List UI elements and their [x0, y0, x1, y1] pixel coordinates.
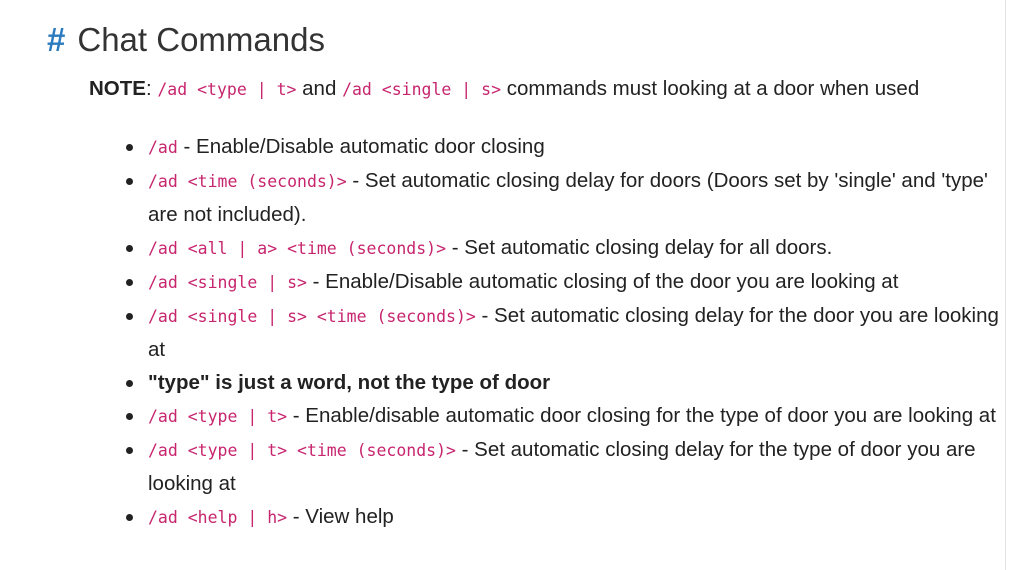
command-code: /ad <type | t> [148, 407, 288, 426]
content-right-border [1005, 0, 1024, 570]
list-item-note: "type" is just a word, not the type of d… [120, 366, 1000, 399]
bullet-icon [126, 447, 133, 454]
command-code: /ad <single | s> <time (seconds)> [148, 307, 476, 326]
command-description: - Enable/disable automatic door closing … [292, 404, 996, 427]
command-code: /ad <help | h> [148, 508, 288, 527]
list-item: /ad <all | a> <time (seconds)> - Set aut… [120, 231, 1000, 265]
command-description: - Set automatic closing delay for all do… [451, 236, 833, 259]
command-code: /ad <time (seconds)> [148, 172, 347, 191]
bullet-icon [126, 413, 133, 420]
list-item: /ad <single | s> <time (seconds)> - Set … [120, 299, 1000, 366]
heading-title: Chat Commands [77, 21, 325, 58]
note-code-single: /ad <single | s> [342, 80, 502, 99]
bullet-icon [126, 144, 133, 151]
anchor-hash-link[interactable]: # [47, 21, 66, 58]
note-colon: : [145, 77, 152, 100]
bullet-icon [126, 380, 133, 387]
note-label: NOTE [89, 77, 146, 100]
type-word-note: "type" is just a word, not the type of d… [148, 371, 551, 394]
command-description: - View help [292, 505, 394, 528]
command-code: /ad <single | s> [148, 273, 307, 292]
list-item: /ad <type | t> <time (seconds)> - Set au… [120, 433, 1000, 500]
list-item: /ad <type | t> - Enable/disable automati… [120, 399, 1000, 433]
note-code-type: /ad <type | t> [157, 80, 297, 99]
list-item: /ad <help | h> - View help [120, 500, 1000, 534]
bullet-icon [126, 279, 133, 286]
bullet-icon [126, 178, 133, 185]
command-code: /ad <type | t> <time (seconds)> [148, 441, 456, 460]
command-description: - Enable/Disable automatic door closing [183, 135, 545, 158]
bullet-icon [126, 245, 133, 252]
note-text: commands must looking at a door when use… [506, 77, 920, 100]
command-code: /ad [148, 138, 178, 157]
command-description: - Set automatic closing delay for doors … [148, 169, 988, 226]
list-item: /ad <single | s> - Enable/Disable automa… [120, 265, 1000, 299]
list-item: /ad - Enable/Disable automatic door clos… [120, 130, 1000, 164]
list-item: /ad <time (seconds)> - Set automatic clo… [120, 164, 1000, 231]
bullet-icon [126, 514, 133, 521]
note-paragraph: NOTE: /ad <type | t> and /ad <single | s… [89, 74, 919, 105]
command-description: - Enable/Disable automatic closing of th… [312, 270, 899, 293]
command-list: /ad - Enable/Disable automatic door clos… [120, 130, 1000, 534]
command-code: /ad <all | a> <time (seconds)> [148, 239, 447, 258]
note-and: and [302, 77, 337, 100]
command-description: - Set automatic closing delay for the do… [148, 304, 999, 361]
bullet-icon [126, 313, 133, 320]
section-heading: # Chat Commands [47, 18, 325, 62]
command-description: - Set automatic closing delay for the ty… [148, 438, 976, 495]
